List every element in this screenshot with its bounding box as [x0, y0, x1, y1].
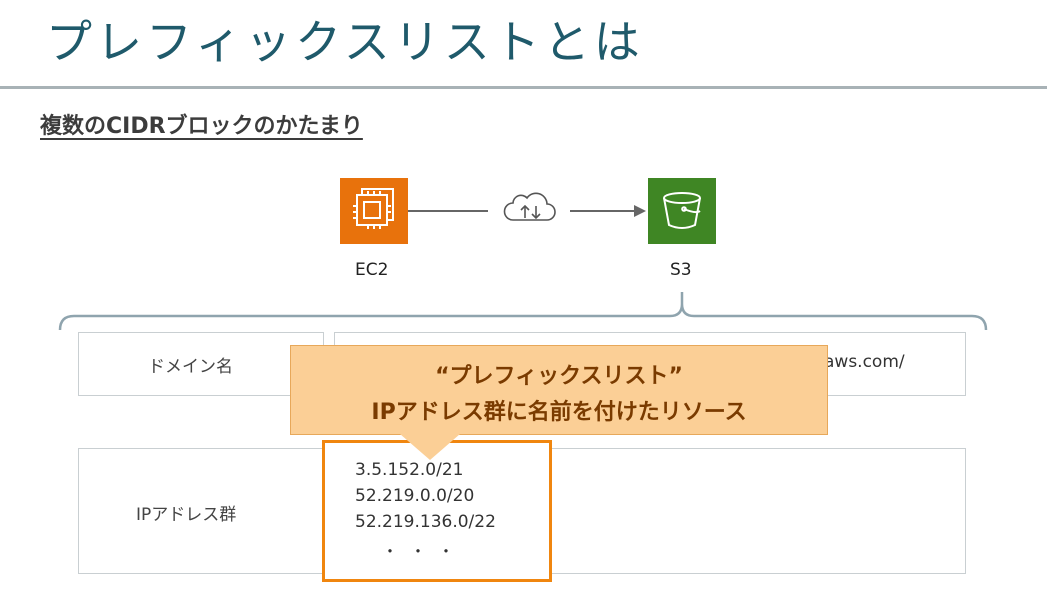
ec2-instance-icon — [353, 188, 394, 229]
callout-description: IPアドレス群に名前を付けたリソース — [371, 400, 747, 425]
s3-bracket — [58, 292, 988, 331]
ip-list-highlight — [322, 440, 552, 582]
s3-service-box — [648, 178, 716, 244]
callout-heading: “プレフィックスリスト” — [435, 364, 683, 389]
ec2-label: EC2 — [355, 260, 389, 280]
domain-label: ドメイン名 — [148, 357, 233, 377]
ec2-service-box — [340, 178, 408, 244]
ip-list-item: 3.5.152.0/21 — [355, 460, 464, 480]
ip-list-ellipsis: ・・・ — [382, 542, 467, 561]
slide-title: プレフィックスリストとは — [46, 15, 644, 69]
domain-value: aws.com/ — [824, 352, 905, 372]
slide-subtitle: 複数のCIDRブロックのかたまり — [40, 114, 363, 139]
arrow-head — [634, 205, 646, 217]
title-divider — [0, 86, 1047, 89]
ip-list-item: 52.219.0.0/20 — [355, 486, 475, 506]
callout-pointer — [400, 434, 460, 460]
prefix-list-callout: “プレフィックスリスト” IPアドレス群に名前を付けたリソース — [290, 345, 828, 435]
s3-label: S3 — [670, 260, 692, 280]
ip-label-cell — [78, 448, 324, 574]
cloud-transfer-icon — [503, 192, 556, 221]
s3-bucket-icon — [663, 192, 701, 229]
ip-label: IPアドレス群 — [136, 505, 237, 525]
domain-label-cell — [78, 332, 324, 396]
ip-list-item: 52.219.136.0/22 — [355, 512, 496, 532]
